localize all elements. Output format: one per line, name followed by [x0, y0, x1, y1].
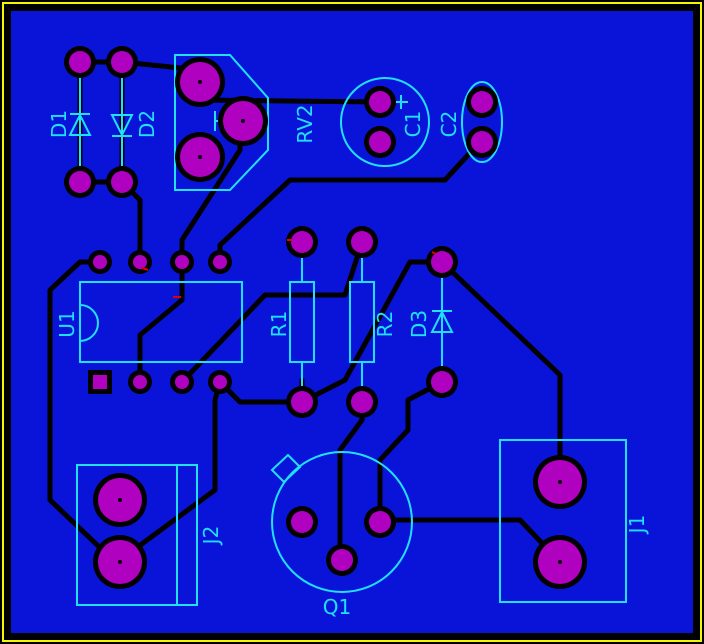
r2-label: R2	[373, 311, 397, 338]
pad-pin1	[93, 375, 107, 389]
r1-label: R1	[267, 311, 291, 338]
u1-notch	[79, 304, 99, 342]
pad	[369, 91, 391, 113]
pad	[431, 251, 453, 273]
c1-outline	[340, 77, 430, 167]
pad	[133, 255, 147, 269]
pad	[351, 231, 373, 253]
pad	[471, 131, 493, 153]
q1-tab	[270, 453, 302, 484]
pad	[69, 171, 91, 193]
j1-label: J1	[625, 515, 649, 536]
pad	[111, 171, 133, 193]
u1-pads	[88, 250, 232, 394]
c2-outline	[461, 81, 503, 163]
labels: D1 D2 RV2 C1 C2 U1 R1 R2 D3 J1 J2 Q1	[47, 104, 649, 619]
drill	[198, 80, 202, 84]
d3-body-icon	[430, 309, 454, 333]
pad	[471, 91, 493, 113]
drill	[558, 560, 562, 564]
pad	[431, 371, 453, 393]
large-pads	[93, 57, 587, 589]
trace	[377, 379, 445, 523]
j2-label: J2	[199, 526, 223, 547]
trace	[179, 239, 365, 385]
rv2-label: RV2	[293, 104, 317, 143]
drill	[558, 480, 562, 484]
q1-outline	[271, 451, 413, 593]
d2-body-icon	[110, 114, 134, 138]
drill	[118, 560, 122, 564]
drc-mark	[431, 251, 437, 255]
trace	[197, 97, 383, 105]
pad	[291, 391, 313, 413]
pad	[369, 511, 391, 533]
pad	[291, 231, 313, 253]
pad	[351, 391, 373, 413]
pad	[331, 549, 353, 571]
pad	[93, 255, 107, 269]
pad	[175, 375, 189, 389]
pad	[111, 51, 133, 73]
u1-label: U1	[55, 310, 79, 337]
j1-outline	[499, 439, 627, 603]
pad	[213, 375, 227, 389]
pad	[291, 511, 313, 533]
c2-label: C2	[437, 111, 461, 138]
d1-label: D1	[47, 110, 71, 138]
drill	[198, 155, 202, 159]
d1-body-icon	[68, 112, 92, 136]
rv2-outline	[174, 54, 269, 191]
pads	[64, 46, 587, 589]
drill	[241, 119, 245, 123]
d3-label: D3	[407, 310, 431, 338]
trace	[47, 259, 118, 565]
c1-label: C1	[401, 111, 425, 138]
d2-label: D2	[135, 110, 159, 138]
pad	[213, 255, 227, 269]
u1-outline	[79, 281, 243, 363]
drc-mark	[141, 267, 149, 271]
pad	[175, 255, 189, 269]
pad	[369, 131, 391, 153]
pad	[69, 51, 91, 73]
drc-marks	[141, 239, 437, 298]
trace	[439, 259, 563, 485]
pad	[133, 375, 147, 389]
drill	[118, 498, 122, 502]
j2-outline	[76, 464, 198, 606]
small-pads	[64, 46, 498, 576]
q1-label: Q1	[323, 595, 351, 619]
